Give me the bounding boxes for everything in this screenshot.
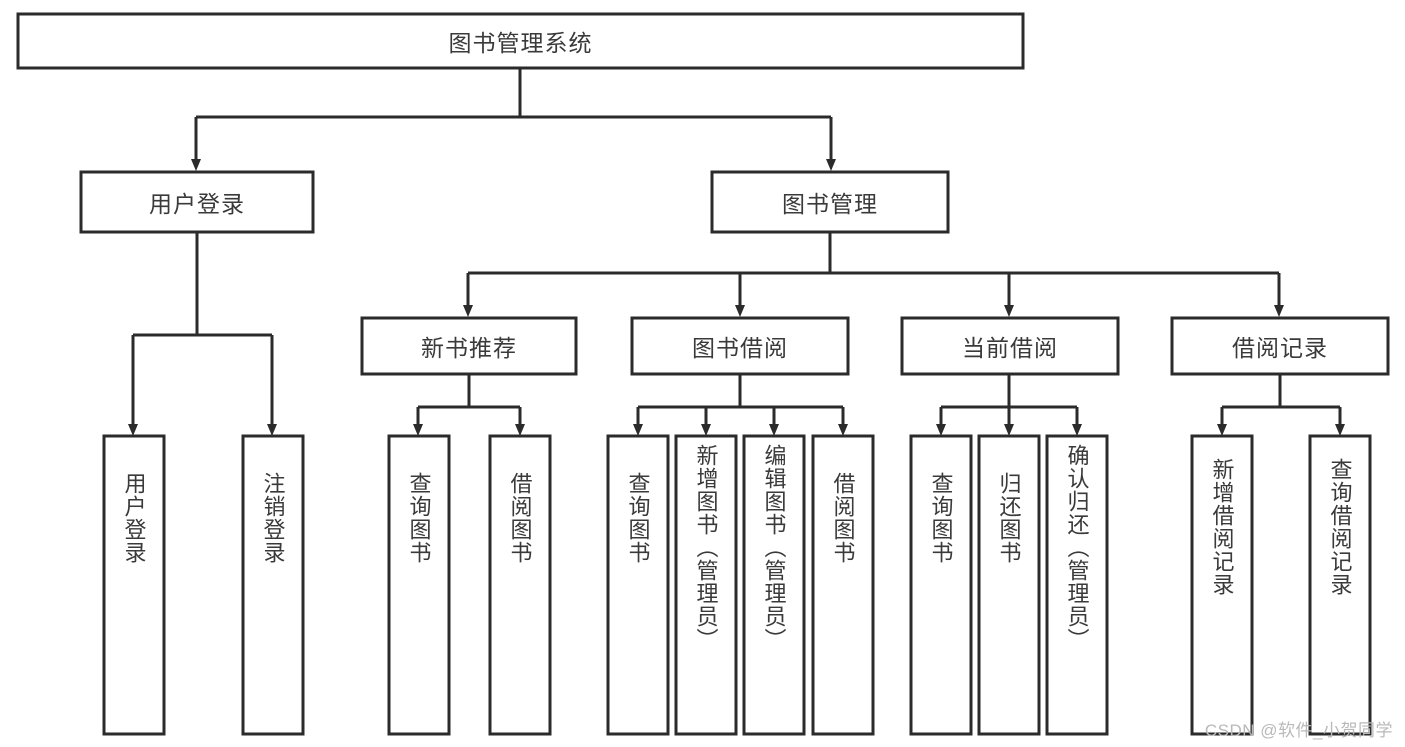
leaf-box-book-borrow-2[interactable] — [742, 434, 806, 736]
node-book-management[interactable] — [710, 170, 950, 234]
leaf-box-current-borrow-0[interactable] — [909, 434, 973, 736]
leaf-box-book-borrow-0[interactable] — [606, 434, 670, 736]
node-book-borrow[interactable] — [630, 316, 850, 376]
leaf-box-user-login-1[interactable] — [241, 434, 305, 736]
leaf-box-book-borrow-3[interactable] — [811, 434, 875, 736]
node-root[interactable] — [16, 12, 1025, 70]
leaf-box-new-book-1[interactable] — [488, 434, 552, 736]
leaf-box-current-borrow-2[interactable] — [1045, 434, 1109, 736]
node-new-book-recommend[interactable] — [360, 316, 578, 376]
watermark-text: CSDN @软件_小贺同学 — [1204, 721, 1393, 740]
leaf-box-new-book-0[interactable] — [387, 434, 451, 736]
node-current-borrow[interactable] — [900, 316, 1120, 376]
node-user-login[interactable] — [79, 170, 315, 234]
leaf-box-current-borrow-1[interactable] — [977, 434, 1041, 736]
node-borrow-record[interactable] — [1170, 316, 1390, 376]
leaf-box-user-login-0[interactable] — [102, 434, 166, 736]
leaf-box-book-borrow-1[interactable] — [674, 434, 738, 736]
leaf-box-borrow-record-0[interactable] — [1190, 434, 1254, 736]
leaf-box-borrow-record-1[interactable] — [1308, 434, 1372, 736]
